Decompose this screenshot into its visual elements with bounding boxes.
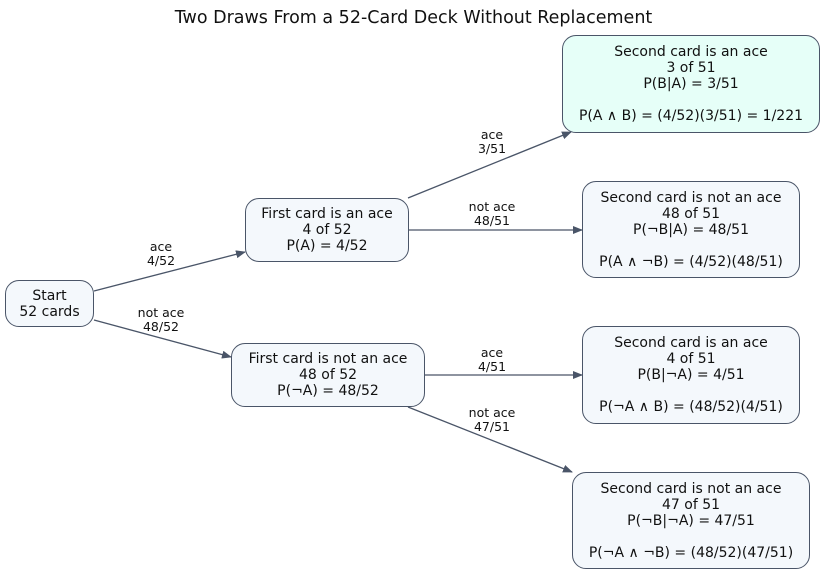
node-start: Start 52 cards — [5, 280, 94, 327]
node-second-ace-given-not-ace: Second card is an ace 4 of 51 P(B|¬A) = … — [582, 326, 800, 424]
node-first-ace: First card is an ace 4 of 52 P(A) = 4/52 — [245, 198, 409, 262]
edge-first-ace-aa — [407, 131, 572, 199]
page-title: Two Draws From a 52-Card Deck Without Re… — [174, 8, 653, 28]
node-second-ace-given-ace: Second card is an ace 3 of 51 P(B|A) = 3… — [562, 35, 820, 133]
node-first-not-ace: First card is not an ace 48 of 52 P(¬A) … — [231, 343, 425, 407]
edge-start-first-ace — [93, 250, 246, 292]
node-second-not-ace-given-not-ace: Second card is not an ace 47 of 51 P(¬B|… — [572, 472, 810, 569]
node-second-not-ace-given-ace: Second card is not an ace 48 of 51 P(¬B|… — [582, 181, 800, 278]
edge-first-not-ace-nn — [407, 406, 573, 473]
edge-start-first-not-ace — [93, 319, 232, 359]
